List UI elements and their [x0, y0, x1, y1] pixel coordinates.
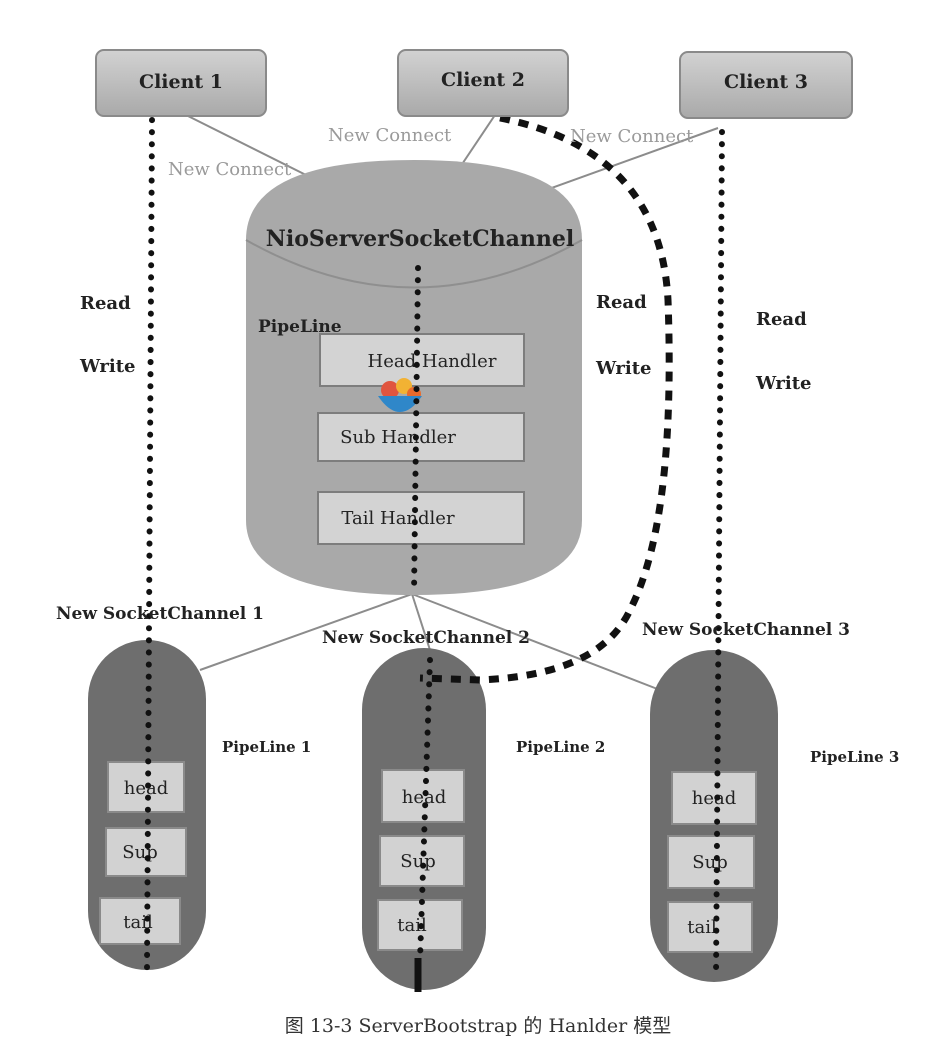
socket-2-title: New SocketChannel 2 [322, 628, 530, 648]
socket-channel-1: head Sup tail [88, 640, 206, 970]
client-1: Client 1 [95, 49, 267, 117]
socket-1-sup-label: Sup [122, 842, 157, 863]
socket-2-sup-label: Sup [400, 851, 435, 872]
server-handler-sub: Sub Handler [317, 412, 525, 462]
socket-3-title: New SocketChannel 3 [642, 620, 850, 640]
client-2: Client 2 [397, 49, 569, 117]
server-pipeline-label: PipeLine [258, 317, 342, 337]
socket-1-head-label: head [124, 778, 169, 799]
read-label-right: Read [756, 309, 807, 330]
new-connect-3: New Connect [570, 126, 694, 147]
figure-caption: 图 13-3 ServerBootstrap 的 Hanlder 模型 [285, 1015, 671, 1037]
new-connect-1: New Connect [168, 159, 292, 180]
server-title: NioServerSocketChannel [266, 226, 574, 252]
fruit-bowl-icon [378, 378, 422, 412]
new-connect-2: New Connect [328, 125, 452, 146]
socket-3-head-label: head [692, 788, 737, 809]
client-3-label: Client 3 [724, 71, 808, 93]
server-handler-head: Head Handler [319, 333, 525, 387]
client-1-label: Client 1 [139, 71, 223, 93]
client-2-label: Client 2 [441, 69, 525, 91]
socket-3-tail-label: tail [687, 917, 717, 938]
server-handler-tail-label: Tail Handler [341, 508, 455, 529]
server-handler-head-label: Head Handler [368, 351, 497, 372]
flow-client-1 [144, 117, 155, 971]
read-write-flows [144, 114, 725, 992]
socket-1-title: New SocketChannel 1 [56, 604, 264, 624]
client-3: Client 3 [679, 51, 853, 119]
socket-3-sup-label: Sup [692, 852, 727, 873]
pipeline-1-label: PipeLine 1 [222, 738, 311, 756]
write-label-left: Write [79, 356, 136, 377]
write-label-mid: Write [595, 358, 652, 379]
socket-channel-3: head Sup tail [650, 650, 778, 982]
pipeline-2-label: PipeLine 2 [516, 738, 605, 756]
flow-client-2 [419, 114, 673, 684]
read-label-mid: Read [596, 292, 647, 313]
socket-2-head-label: head [402, 787, 447, 808]
flow-socket-2 [417, 657, 433, 963]
server-handler-tail: Tail Handler [317, 491, 525, 545]
flow-client-3 [713, 129, 725, 981]
read-label-left: Read [80, 293, 131, 314]
socket-2-tail-label: tail [397, 915, 427, 936]
write-label-right: Write [755, 373, 812, 394]
server-handler-sub-label: Sub Handler [340, 427, 456, 448]
pipeline-3-label: PipeLine 3 [810, 748, 899, 766]
